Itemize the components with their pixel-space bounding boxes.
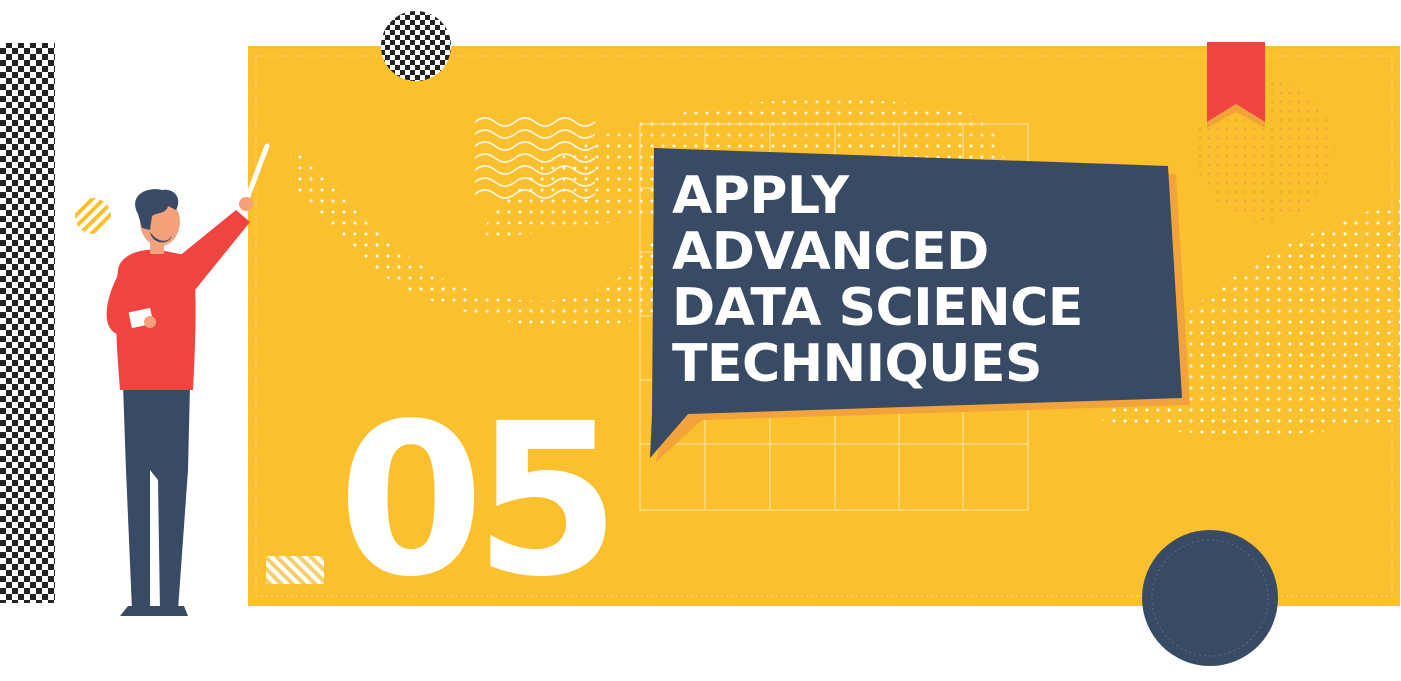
bookmark-shadow <box>1207 104 1265 128</box>
navy-circle-dashed-ring <box>1151 539 1269 657</box>
headline: APPLY ADVANCED DATA SCIENCE TECHNIQUES <box>672 168 1172 392</box>
presenter-figure <box>106 143 270 616</box>
presenter-hair <box>135 189 179 230</box>
navy-circle <box>1142 530 1278 666</box>
presenter-sweater <box>115 249 196 390</box>
dotted-wave-left <box>290 150 660 327</box>
checker-circle-top <box>381 11 451 81</box>
striped-circle-left <box>75 198 111 234</box>
presenter-legs <box>123 385 190 610</box>
pointer-stick <box>245 143 270 199</box>
headline-line-3: DATA SCIENCE <box>672 278 1083 338</box>
headline-line-2: ADVANCED <box>672 222 989 282</box>
wavy-lines <box>474 117 596 199</box>
presenter-raised-arm <box>172 210 250 290</box>
speech-bubble <box>650 148 1182 458</box>
step-number: 05 <box>338 378 620 623</box>
headline-line-4: TECHNIQUES <box>672 334 1042 394</box>
red-bookmark <box>1207 42 1265 122</box>
striped-rect <box>266 556 324 584</box>
headline-line-1: APPLY <box>672 166 849 226</box>
checker-strip <box>0 43 55 603</box>
